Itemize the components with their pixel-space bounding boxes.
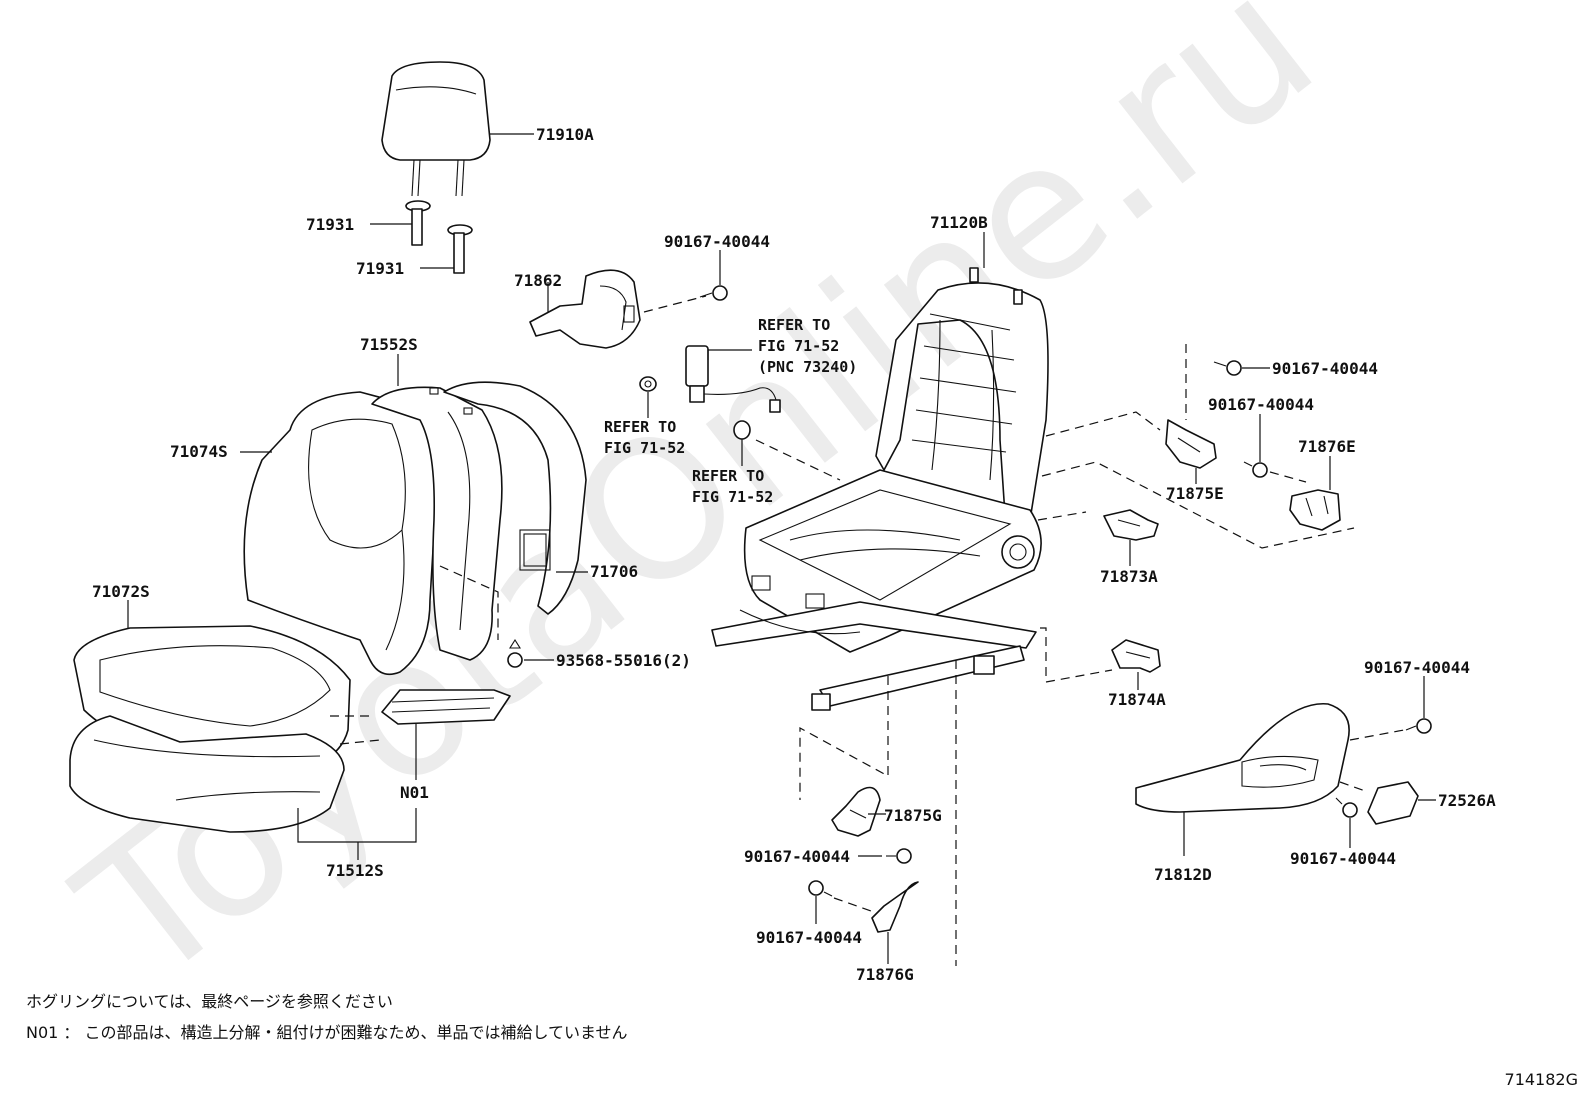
label-71873a: 71873A	[1100, 567, 1158, 586]
hinge-cover-part	[529, 269, 641, 349]
ref-mid-line2: FIG 71-52	[692, 488, 773, 506]
screw-75g-part	[886, 848, 912, 864]
label-71120b: 71120B	[930, 213, 988, 232]
seatback-board-part	[439, 381, 587, 640]
knob-part	[1367, 781, 1419, 825]
clip-mid-part	[733, 420, 751, 440]
label-90167-75g: 90167-40044	[744, 847, 850, 866]
label-71931-lower: 71931	[356, 259, 404, 278]
headrest-guide-lower	[447, 224, 473, 274]
note-hog-ring: ホグリングについては、最終ページを参照ください	[26, 992, 393, 1011]
label-90167-top: 90167-40044	[664, 232, 770, 251]
nut-left-part	[639, 376, 657, 392]
screw-top-part	[699, 285, 728, 301]
label-71072s: 71072S	[92, 582, 150, 601]
headrest-part	[381, 61, 491, 197]
cover-71875e-part	[1165, 419, 1217, 469]
seat-frame-part	[711, 267, 1049, 711]
shield-part	[1135, 703, 1350, 813]
screw-right-1-part	[1213, 360, 1242, 376]
n01-mat-part	[381, 689, 511, 725]
label-71931-upper: 71931	[306, 215, 354, 234]
screw-76g-part	[808, 880, 833, 897]
screw-shield-bottom-part	[1335, 797, 1358, 818]
label-90167-right-1: 90167-40044	[1272, 359, 1378, 378]
label-71074s: 71074S	[170, 442, 228, 461]
cover-71875g-part	[831, 786, 881, 837]
headrest-guide-upper	[405, 200, 431, 246]
note-n01: N01 ： この部品は、構造上分解・組付けが困難なため、単品では補給していません	[26, 1023, 628, 1042]
label-71812d: 71812D	[1154, 865, 1212, 884]
label-71874a: 71874A	[1108, 690, 1166, 709]
label-71875g: 71875G	[884, 806, 942, 825]
clip-93568-part	[507, 638, 523, 668]
label-71512s: 71512S	[326, 861, 384, 880]
cover-71876g-part	[871, 881, 919, 933]
label-71876e: 71876E	[1298, 437, 1356, 456]
ref-left-line1: REFER TO	[604, 418, 676, 436]
label-71876g: 71876G	[856, 965, 914, 984]
label-90167-76g: 90167-40044	[756, 928, 862, 947]
label-90167-shield-bottom: 90167-40044	[1290, 849, 1396, 868]
ref-left-line2: FIG 71-52	[604, 439, 685, 457]
label-90167-right-2: 90167-40044	[1208, 395, 1314, 414]
figure-code: 714182G	[1504, 1070, 1578, 1089]
ref-mid-line1: REFER TO	[692, 467, 764, 485]
seatbelt-buckle-part	[685, 345, 781, 413]
label-71910a: 71910A	[536, 125, 594, 144]
label-n01: N01	[400, 783, 429, 802]
cushion-pad-part	[69, 715, 345, 833]
ref-belt-line3: (PNC 73240)	[758, 358, 857, 376]
label-71875e: 71875E	[1166, 484, 1224, 503]
screw-shield-top-part	[1405, 718, 1432, 734]
cover-71876e-part	[1289, 489, 1341, 531]
label-72526a: 72526A	[1438, 791, 1496, 810]
label-71706: 71706	[590, 562, 638, 581]
seatback-pad-part	[371, 386, 503, 661]
label-90167-shield-top: 90167-40044	[1364, 658, 1470, 677]
ref-belt-line2: FIG 71-52	[758, 337, 839, 355]
label-93568-55016: 93568-55016(2)	[556, 651, 691, 670]
label-71862: 71862	[514, 271, 562, 290]
ref-belt-line1: REFER TO	[758, 316, 830, 334]
screw-right-2-part	[1243, 461, 1268, 478]
cover-71873a-part	[1103, 509, 1159, 541]
cover-71874a-part	[1111, 639, 1161, 673]
label-71552s: 71552S	[360, 335, 418, 354]
